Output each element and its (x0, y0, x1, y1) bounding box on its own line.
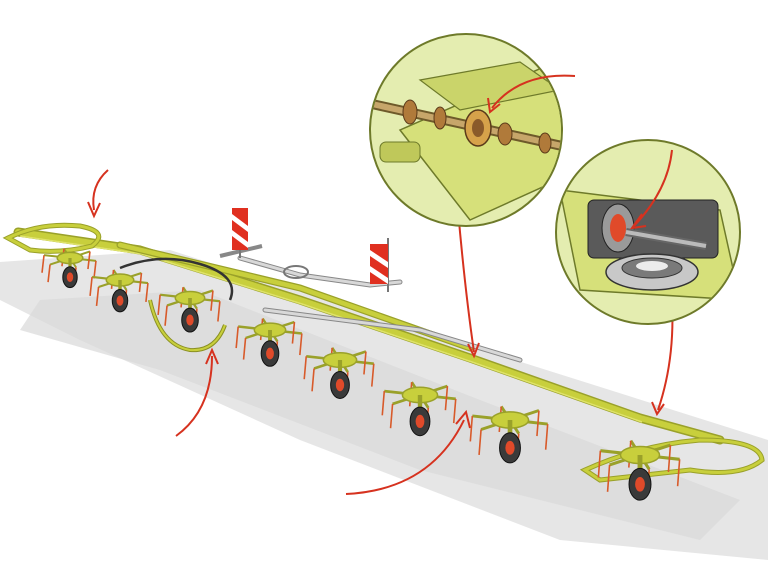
tine (667, 444, 672, 472)
tine (303, 356, 308, 380)
tine (676, 459, 681, 487)
rotor (597, 439, 681, 501)
rotor (235, 317, 303, 367)
tine (452, 398, 457, 424)
rotor-group (41, 248, 681, 501)
tine (41, 255, 45, 273)
tine (597, 450, 602, 478)
rotor (303, 347, 375, 399)
tine (544, 424, 549, 450)
tine (381, 391, 386, 416)
callout-bearing (555, 139, 741, 325)
hydraulic-hoses (119, 257, 234, 353)
tine (95, 286, 100, 307)
warning-signs (232, 208, 389, 292)
wheel-hub (66, 272, 74, 283)
tine (47, 264, 51, 283)
tine (469, 415, 474, 442)
tine (370, 363, 375, 387)
tine (217, 301, 221, 322)
tine (210, 290, 214, 311)
tine (242, 337, 247, 360)
tine (478, 429, 482, 456)
rotor (469, 405, 549, 464)
tine (536, 410, 540, 437)
tine (93, 260, 97, 279)
tine (87, 251, 91, 270)
wheel-hub (186, 314, 194, 326)
wheel-hub (266, 347, 274, 360)
wheel-hub (505, 440, 515, 455)
tine (606, 464, 611, 492)
tine (138, 272, 143, 292)
tine (444, 385, 449, 411)
wheel-hub (415, 414, 425, 428)
tine (89, 276, 93, 296)
tine (299, 333, 303, 356)
wheel-hub (116, 295, 124, 306)
rotor (157, 286, 221, 333)
wheel-hub (635, 476, 645, 492)
tine (311, 368, 315, 392)
tine (164, 305, 168, 326)
tine (235, 326, 239, 349)
tine (157, 294, 161, 316)
tine (363, 351, 367, 375)
tine (389, 403, 394, 429)
wheel-hub (335, 378, 345, 392)
rotor (89, 269, 149, 313)
pointer-arrows (87, 169, 471, 495)
tine (145, 282, 149, 303)
tine (291, 321, 296, 344)
rotor (381, 381, 457, 437)
rotor (41, 248, 97, 289)
callout-gearbox (369, 33, 576, 227)
